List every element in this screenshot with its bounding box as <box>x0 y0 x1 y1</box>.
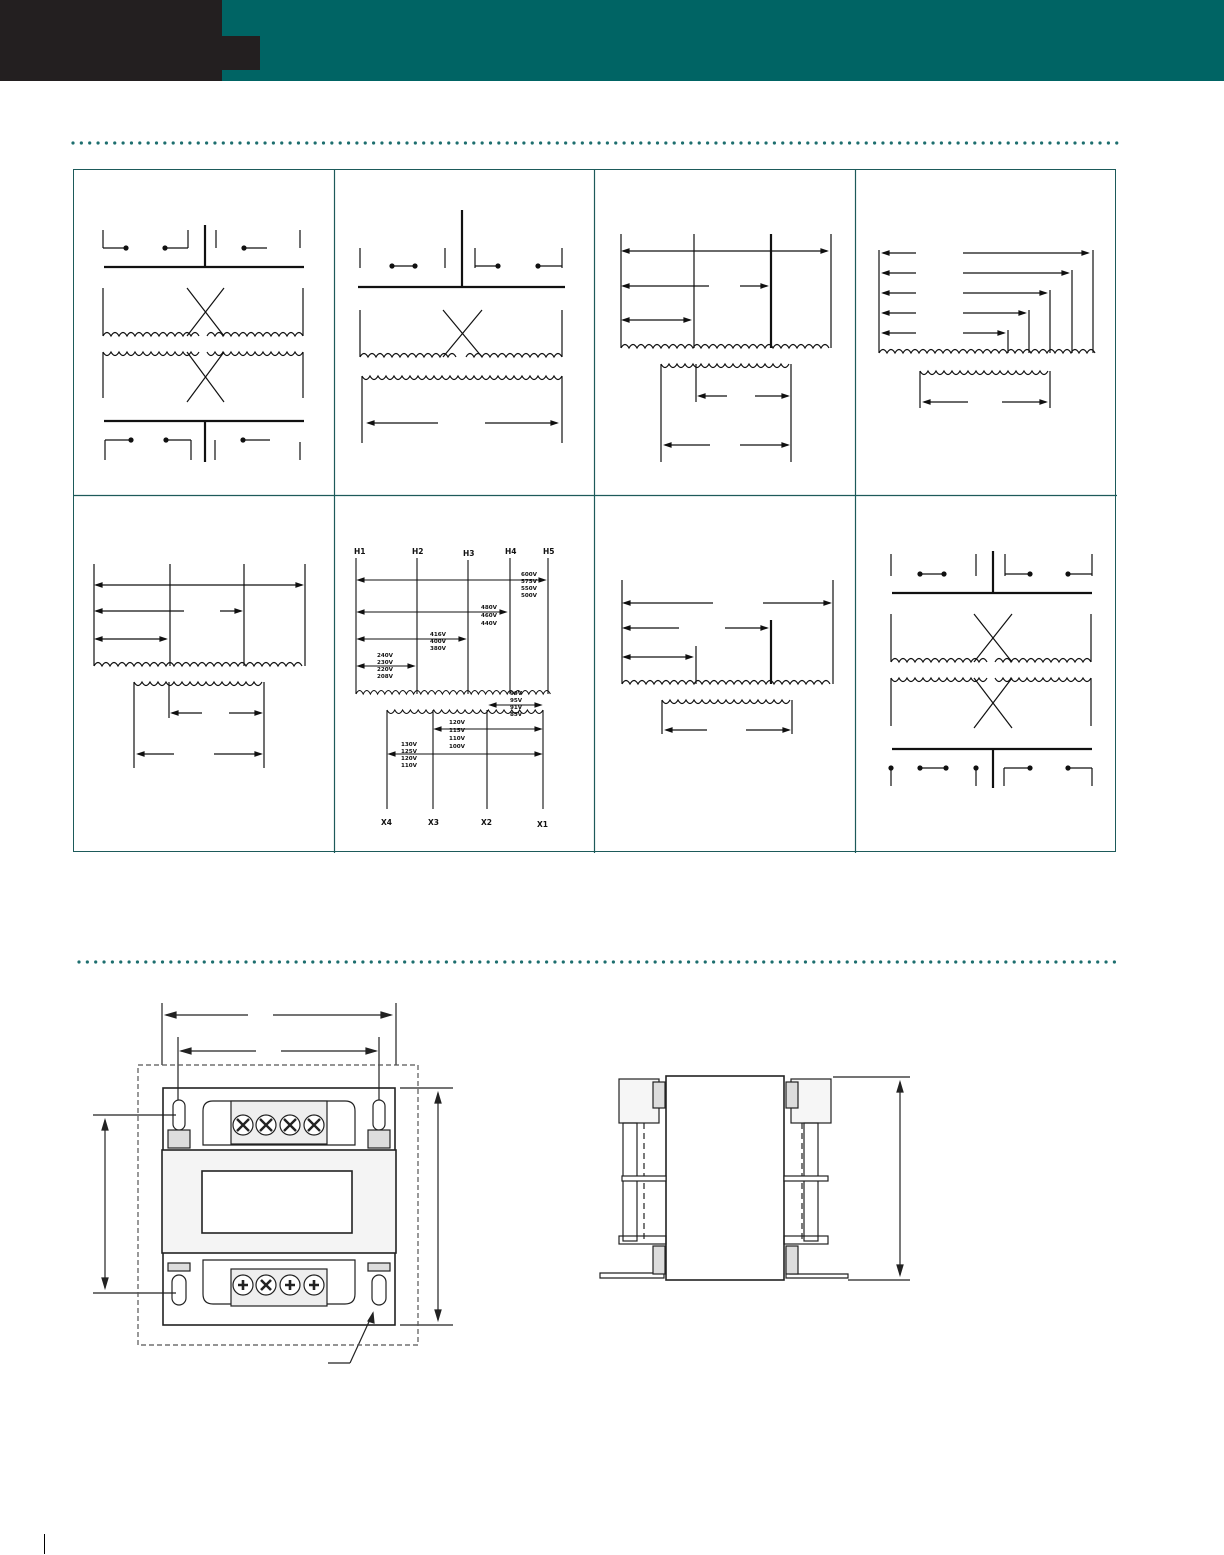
svg-text:600V: 600V <box>521 572 538 578</box>
terminal-screws-top <box>232 1114 325 1136</box>
svg-text:240V: 240V <box>377 653 394 659</box>
terminal-label-x1: X1 <box>537 820 548 829</box>
primary-coil <box>93 564 306 668</box>
secondary-coil <box>133 680 265 768</box>
wiring-diagram-6: H1 H2 H3 H4 H5 600V 575V 550V 500V <box>335 496 594 853</box>
wiring-diagram-8 <box>856 496 1117 853</box>
h-terminal-labels: H1 H2 H3 H4 H5 <box>354 547 555 558</box>
section-divider-top <box>71 141 1120 145</box>
secondary-coil <box>102 350 304 403</box>
section-divider-bottom <box>77 960 1124 964</box>
dimension-lines <box>93 1003 453 1364</box>
primary-coil <box>890 613 1092 664</box>
secondary-voltage-labels: 99V 95V 91V 85V 120V 115V 110V 100V 130V… <box>401 691 523 769</box>
terminal-label-h2: H2 <box>412 547 424 556</box>
primary-coil <box>620 234 832 350</box>
wiring-diagram-2 <box>335 170 594 495</box>
svg-text:95V: 95V <box>510 698 523 704</box>
primary-terminals <box>890 551 1093 595</box>
terminal-label-x4: X4 <box>381 818 392 827</box>
mounting-outline <box>137 1064 419 1346</box>
svg-text:230V: 230V <box>377 660 394 666</box>
primary-coil <box>102 287 304 338</box>
side-dimension-line <box>833 1076 910 1281</box>
svg-text:416V: 416V <box>430 632 447 638</box>
svg-text:91V: 91V <box>510 705 523 711</box>
primary-terminals <box>358 210 565 289</box>
x-terminal-labels: X4 X3 X2 X1 <box>381 818 548 829</box>
grid-lines <box>74 170 1117 853</box>
header-tab-extension <box>0 36 260 70</box>
svg-text:125V: 125V <box>401 749 418 755</box>
svg-text:575V: 575V <box>521 579 538 585</box>
svg-text:500V: 500V <box>521 593 538 599</box>
primary-coil <box>359 309 563 359</box>
svg-text:110V: 110V <box>449 736 466 742</box>
mounting-slots <box>167 1099 391 1306</box>
terminal-label-x3: X3 <box>428 818 439 827</box>
svg-text:550V: 550V <box>521 586 538 592</box>
front-view-drawing <box>93 1003 453 1364</box>
terminal-label-h5: H5 <box>543 547 555 556</box>
svg-text:480V: 480V <box>481 605 498 611</box>
svg-text:110V: 110V <box>401 763 418 769</box>
primary-terminals <box>102 225 304 269</box>
transformer-front-body <box>161 1087 397 1326</box>
wiring-diagram-1 <box>74 170 334 495</box>
primary-coil <box>878 250 1096 355</box>
terminal-screws-bottom <box>232 1274 325 1296</box>
wiring-diagram-3 <box>595 170 855 495</box>
svg-text:85V: 85V <box>510 712 523 718</box>
svg-text:380V: 380V <box>430 646 447 652</box>
wiring-diagram-4 <box>856 170 1117 495</box>
secondary-coil <box>661 698 793 734</box>
svg-text:99V: 99V <box>510 691 523 697</box>
secondary-coil <box>919 369 1051 408</box>
page-number-rule <box>44 1534 45 1554</box>
wiring-diagram-5 <box>74 496 334 853</box>
secondary-terminals <box>104 419 304 462</box>
svg-text:120V: 120V <box>401 756 418 762</box>
svg-text:120V: 120V <box>449 720 466 726</box>
primary-coil <box>621 580 834 686</box>
svg-text:208V: 208V <box>377 674 394 680</box>
svg-text:100V: 100V <box>449 744 466 750</box>
svg-text:460V: 460V <box>481 613 498 619</box>
secondary-terminals <box>888 747 1093 788</box>
svg-text:220V: 220V <box>377 667 394 673</box>
terminal-label-h1: H1 <box>354 547 366 556</box>
svg-text:115V: 115V <box>449 728 466 734</box>
side-view-drawing <box>599 1075 910 1281</box>
terminal-label-h3: H3 <box>463 549 475 558</box>
wiring-diagram-grid: H1 H2 H3 H4 H5 600V 575V 550V 500V <box>73 169 1117 853</box>
terminal-label-x2: X2 <box>481 818 492 827</box>
wiring-diagram-7 <box>595 496 855 853</box>
transformer-side-body <box>599 1075 849 1281</box>
secondary-coil <box>660 362 792 462</box>
primary-voltage-labels: 600V 575V 550V 500V 480V 460V 440V 416V … <box>377 572 538 680</box>
secondary-coil <box>361 374 563 443</box>
svg-text:400V: 400V <box>430 639 447 645</box>
svg-text:440V: 440V <box>481 621 498 627</box>
secondary-coil <box>386 702 544 809</box>
terminal-label-h4: H4 <box>505 547 517 556</box>
svg-text:130V: 130V <box>401 742 418 748</box>
secondary-coil <box>890 676 1092 729</box>
primary-coil <box>355 558 551 696</box>
